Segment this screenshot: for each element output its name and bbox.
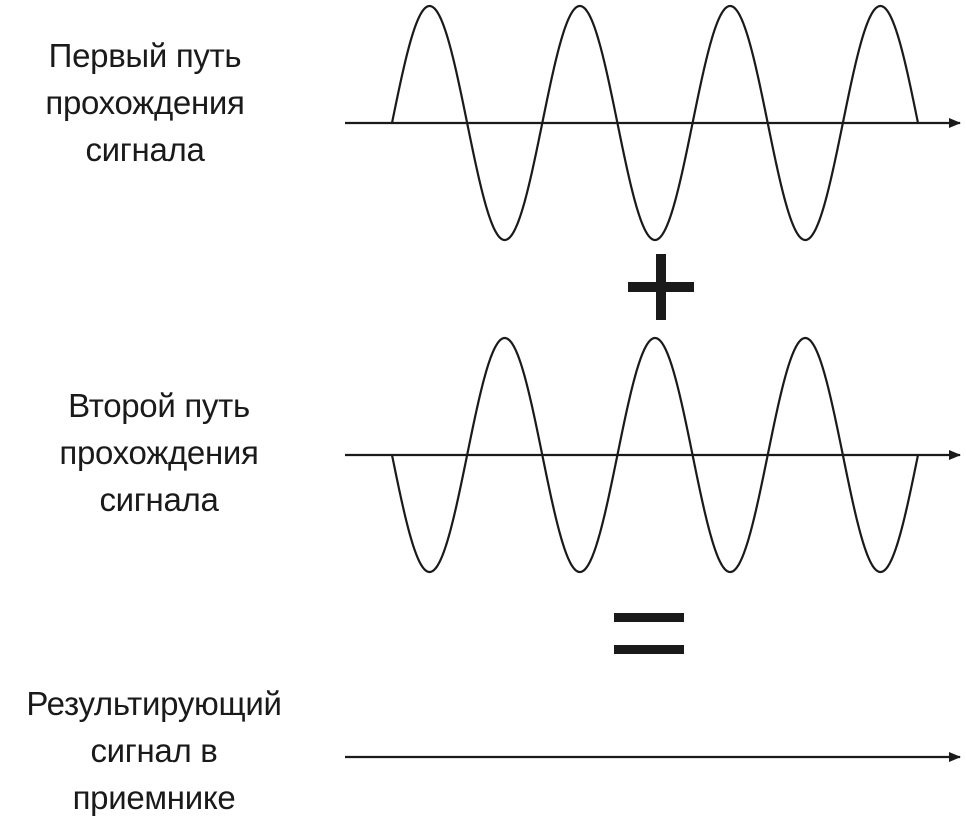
first-path-label-line-1: Первый путь: [48, 37, 242, 74]
second-path-label-line-1: Второй путь: [68, 387, 250, 424]
second-path-wave: [390, 336, 920, 574]
result-label-line-2: сигнал в: [90, 732, 218, 769]
first-path-label-line-2: прохождения: [45, 84, 245, 121]
first-path-label-line-3: сигнала: [85, 131, 205, 168]
result-label-line-1: Результирующий: [26, 685, 282, 722]
first-path-label: Первый путь прохождения сигнала: [0, 32, 290, 173]
result-label-line-3: приемнике: [72, 779, 236, 816]
first-path-wave: [390, 4, 920, 242]
second-path-label-line-3: сигнала: [99, 481, 219, 518]
second-path-label: Второй путь прохождения сигнала: [0, 382, 318, 523]
plus-operator: [628, 254, 694, 320]
second-path-label-line-2: прохождения: [59, 434, 259, 471]
result-label: Результирующий сигнал в приемнике: [0, 680, 308, 821]
equals-operator: [614, 613, 684, 654]
